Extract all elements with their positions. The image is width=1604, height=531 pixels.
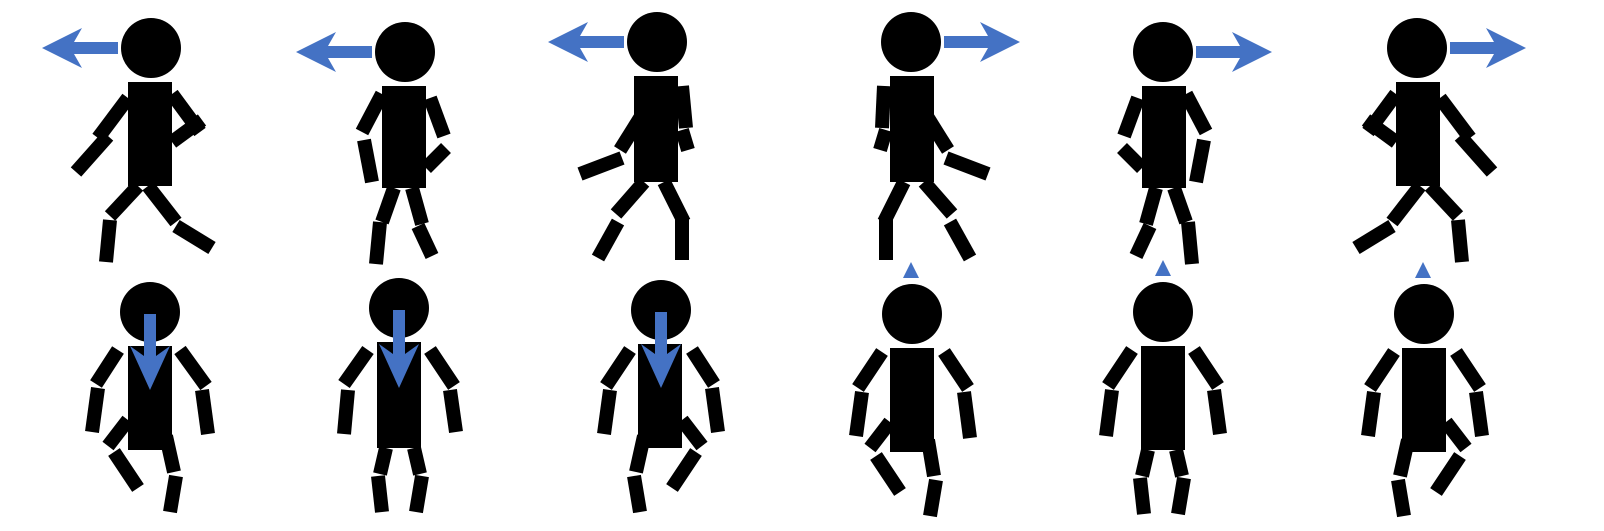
left-arm — [85, 346, 124, 433]
down-arrow-icon — [379, 310, 419, 388]
figure-top-6 — [1352, 18, 1526, 263]
figure-top-4 — [873, 12, 1020, 262]
head — [881, 12, 941, 72]
figure-bottom-6 — [1361, 262, 1489, 518]
right-arm — [166, 89, 207, 148]
figure-bottom-5 — [1099, 260, 1227, 516]
right-arm — [922, 114, 991, 181]
head — [375, 22, 435, 82]
left-arm — [337, 345, 374, 435]
left-arm — [849, 348, 888, 437]
right-arrow-icon — [944, 22, 1020, 62]
left-leg — [371, 446, 393, 513]
head — [369, 278, 429, 338]
up-triangle-icon — [1155, 260, 1171, 276]
left-arrow-icon — [296, 32, 372, 72]
left-arm — [70, 93, 134, 177]
head — [1133, 282, 1193, 342]
right-leg — [657, 178, 691, 260]
left-leg — [591, 177, 650, 262]
right-arm — [1188, 346, 1227, 435]
right-arm — [421, 95, 451, 173]
figure-bottom-1 — [85, 282, 215, 514]
head — [631, 280, 691, 340]
head — [1387, 18, 1447, 78]
right-arm — [686, 346, 725, 433]
right-leg — [1430, 417, 1472, 496]
figure-bottom-4 — [849, 262, 977, 518]
head — [1394, 284, 1454, 344]
left-leg — [1352, 181, 1426, 254]
right-leg — [407, 446, 429, 514]
head — [882, 284, 942, 344]
head — [121, 18, 181, 78]
down-arrow-icon — [130, 314, 170, 390]
left-leg — [102, 415, 144, 492]
torso — [1142, 86, 1186, 188]
up-triangle-icon — [1415, 262, 1431, 278]
right-arm — [1179, 90, 1213, 184]
torso — [1402, 348, 1446, 452]
down-arrow-icon — [641, 312, 681, 388]
left-leg — [627, 434, 651, 514]
right-leg — [1169, 448, 1191, 516]
figure-top-5 — [1117, 22, 1272, 265]
right-leg — [666, 415, 708, 492]
right-leg — [159, 434, 183, 514]
right-arrow-icon — [1196, 32, 1272, 72]
torso — [1396, 82, 1440, 186]
left-leg — [1129, 186, 1163, 259]
figure-bottom-2 — [337, 278, 463, 514]
left-arm — [597, 346, 636, 435]
figure-bottom-3 — [597, 280, 725, 514]
left-arrow-icon — [548, 22, 624, 62]
left-arm — [1117, 95, 1147, 173]
figure-top-2 — [296, 22, 451, 265]
right-arm — [938, 348, 977, 439]
torso — [890, 348, 934, 452]
right-leg — [405, 186, 439, 259]
left-leg — [99, 181, 144, 263]
left-leg — [369, 185, 401, 265]
left-arm — [873, 85, 893, 153]
left-arm — [577, 114, 646, 181]
right-arm — [1450, 348, 1489, 437]
left-arm — [1099, 346, 1138, 437]
left-arm — [1361, 89, 1402, 148]
torso — [1141, 346, 1185, 450]
torso — [128, 82, 172, 186]
right-leg — [921, 438, 943, 518]
head — [1133, 22, 1193, 82]
left-arrow-icon — [42, 28, 118, 68]
right-arm — [1434, 93, 1498, 177]
left-leg — [1391, 438, 1415, 518]
left-arm — [1361, 348, 1400, 437]
figure-top-1 — [42, 18, 216, 263]
up-triangle-icon — [903, 262, 919, 278]
figure-top-3 — [548, 12, 695, 262]
left-leg — [1133, 448, 1155, 515]
right-leg — [1424, 181, 1469, 263]
head — [627, 12, 687, 72]
left-arm — [355, 90, 389, 184]
right-arm — [675, 85, 695, 153]
left-leg — [877, 178, 911, 260]
right-arm — [174, 345, 215, 435]
torso — [382, 86, 426, 188]
right-leg — [142, 181, 216, 254]
right-leg — [1167, 185, 1199, 265]
left-leg — [864, 417, 906, 496]
right-leg — [918, 177, 977, 262]
head — [120, 282, 180, 342]
right-arrow-icon — [1450, 28, 1526, 68]
right-arm — [424, 346, 463, 433]
